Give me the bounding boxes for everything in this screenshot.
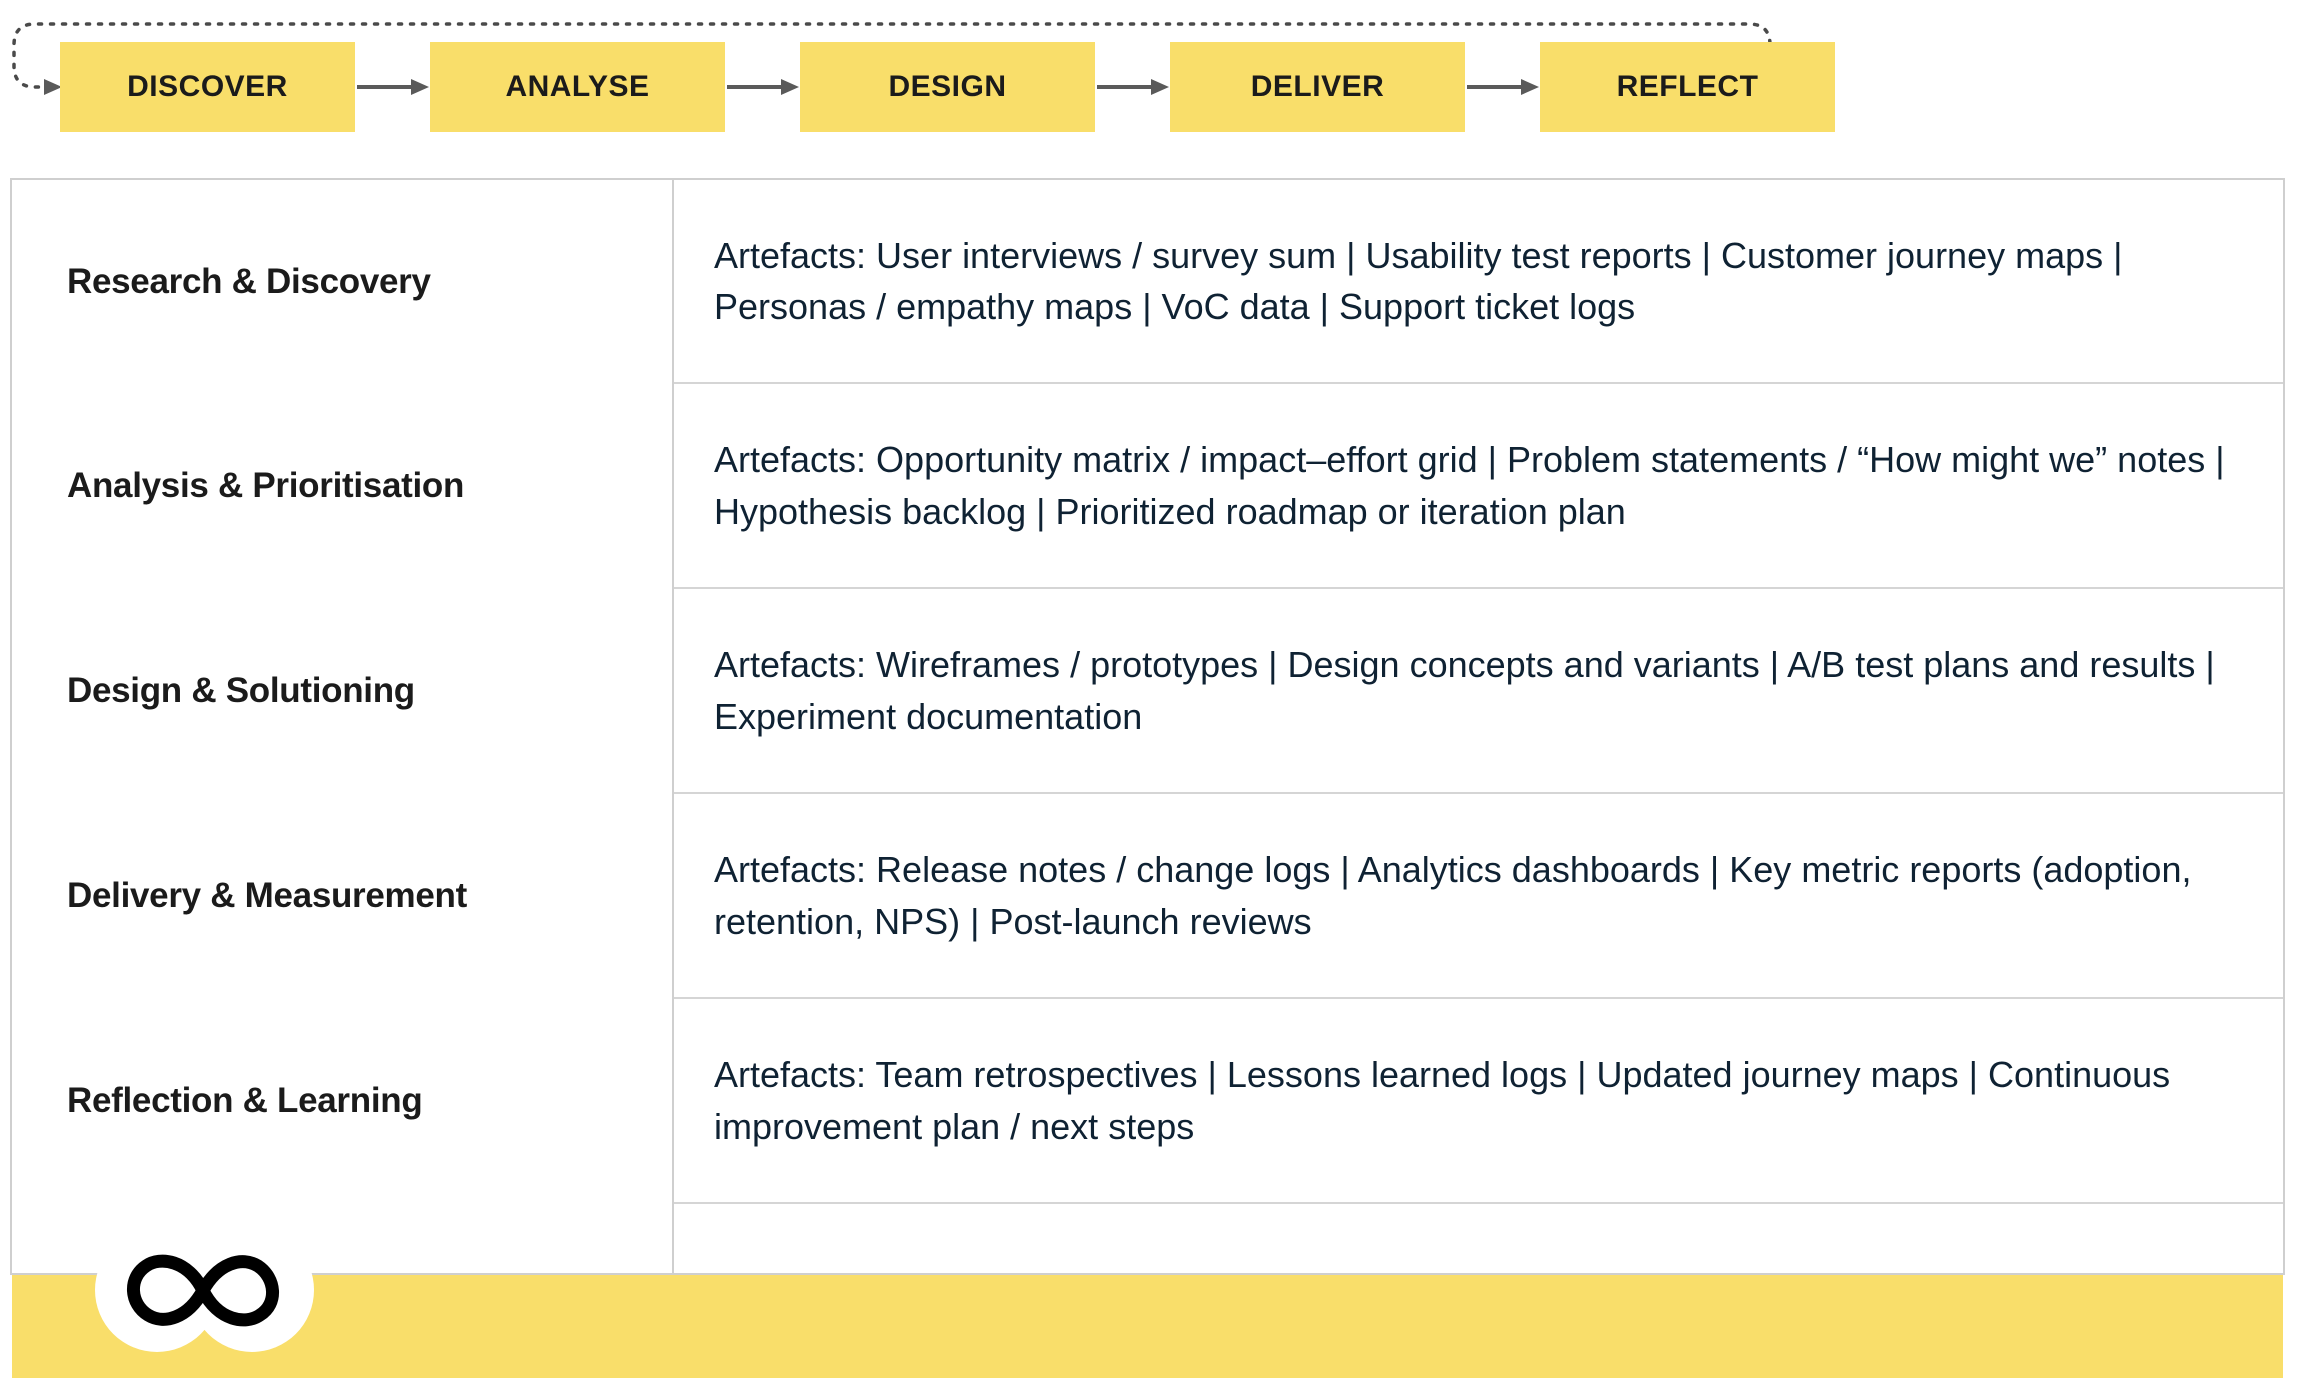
process-stage-label: DELIVER (1250, 70, 1385, 103)
process-stage-label: ANALYSE (505, 70, 650, 103)
process-flow-strip: DISCOVER ANALYSE DESIGN (0, 0, 2302, 175)
arrow-right-icon (1095, 42, 1170, 132)
phase-label: Research & Discovery (67, 261, 431, 301)
table-row: Delivery & Measurement (12, 794, 672, 999)
process-stage-label: DISCOVER (127, 70, 288, 103)
process-stage-analyse[interactable]: ANALYSE (430, 42, 725, 132)
process-stage-label: REFLECT (1616, 70, 1759, 103)
arrow-right-icon (1465, 42, 1540, 132)
process-stage-list: DISCOVER ANALYSE DESIGN (60, 42, 1835, 132)
artefact-text: Artefacts: Opportunity matrix / impact–e… (714, 439, 2225, 532)
table-row: Reflection & Learning (12, 999, 672, 1204)
table-row: Artefacts: Wireframes / prototypes | Des… (674, 589, 2283, 794)
artefact-text: Artefacts: User interviews / survey sum … (714, 234, 2123, 327)
process-stage-label: DESIGN (888, 70, 1007, 103)
table-row: Analysis & Prioritisation (12, 384, 672, 589)
infinity-icon (98, 1238, 308, 1343)
table-row: Artefacts: Release notes / change logs |… (674, 794, 2283, 999)
table-row: Artefacts: User interviews / survey sum … (674, 180, 2283, 384)
phase-column: Research & Discovery Analysis & Prioriti… (12, 180, 674, 1273)
artefact-text: Artefacts: Team retrospectives | Lessons… (714, 1054, 2171, 1147)
artefact-column: Artefacts: User interviews / survey sum … (674, 180, 2283, 1273)
phase-label: Design & Solutioning (67, 671, 415, 711)
artefacts-table: Research & Discovery Analysis & Prioriti… (10, 178, 2285, 1275)
table-row: Artefacts: Team retrospectives | Lessons… (674, 999, 2283, 1204)
process-stage-reflect[interactable]: REFLECT (1540, 42, 1835, 132)
arrow-right-icon (725, 42, 800, 132)
artefact-column-spacer (674, 1204, 2283, 1273)
phase-label: Delivery & Measurement (67, 876, 467, 916)
process-stage-design[interactable]: DESIGN (800, 42, 1095, 132)
process-stage-deliver[interactable]: DELIVER (1170, 42, 1465, 132)
footer-bar (12, 1275, 2283, 1378)
arrow-right-icon (355, 42, 430, 132)
table-row: Research & Discovery (12, 180, 672, 384)
artefact-text: Artefacts: Release notes / change logs |… (714, 849, 2192, 942)
phase-label: Analysis & Prioritisation (67, 466, 465, 506)
table-row: Design & Solutioning (12, 589, 672, 794)
phase-label: Reflection & Learning (67, 1081, 423, 1121)
process-stage-discover[interactable]: DISCOVER (60, 42, 355, 132)
page-edge (0, 1382, 2302, 1388)
artefact-text: Artefacts: Wireframes / prototypes | Des… (714, 644, 2215, 737)
table-row: Artefacts: Opportunity matrix / impact–e… (674, 384, 2283, 589)
